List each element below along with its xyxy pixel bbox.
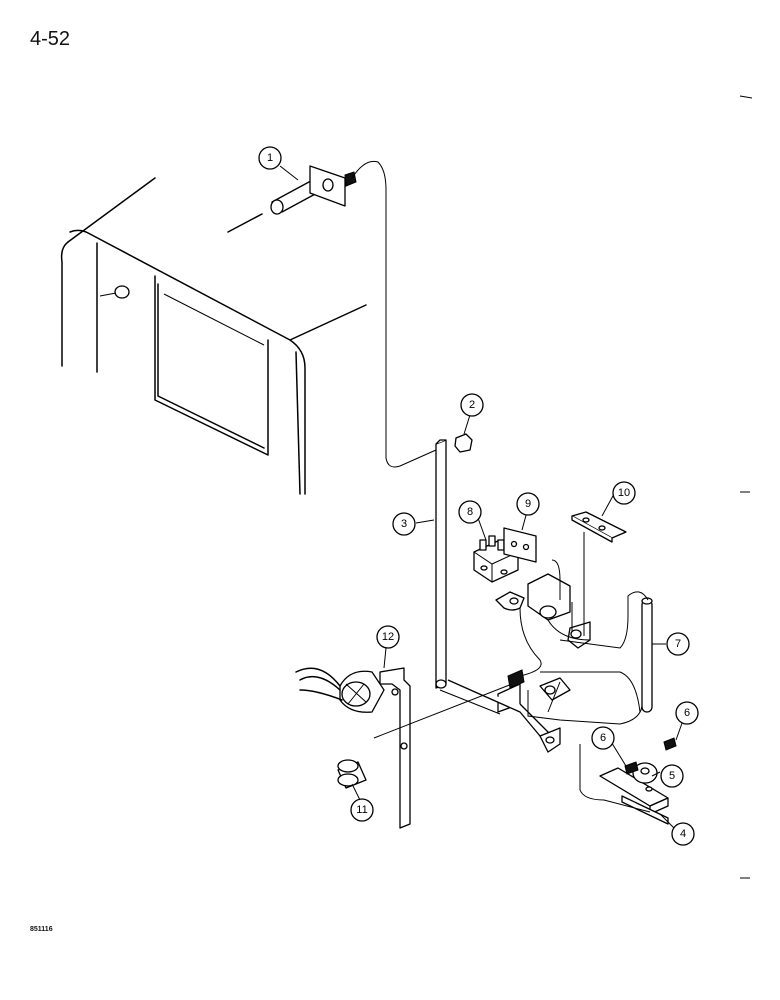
- callout-4: 4: [671, 822, 695, 846]
- callout-6a: 6: [591, 726, 615, 750]
- callout-label: 6: [600, 732, 606, 744]
- callout-2: 2: [460, 393, 484, 417]
- callout-7: 7: [666, 632, 690, 656]
- callout-label: 4: [680, 828, 686, 840]
- page-number: 4-52: [30, 28, 71, 50]
- part-10-strap: [571, 511, 627, 543]
- callout-12: 12: [376, 625, 400, 649]
- part-7-grip: [641, 597, 653, 713]
- callout-label: 11: [356, 804, 367, 816]
- cab-enclosure: [60, 177, 367, 495]
- part-2-nut: [454, 433, 473, 453]
- part-6-setscrews: [624, 737, 677, 775]
- callout-9: 9: [516, 492, 540, 516]
- part-12-switch: [295, 667, 411, 829]
- part-9-plate: [503, 527, 537, 563]
- callout-11: 11: [350, 798, 374, 822]
- lever-bracket-assembly: [447, 573, 591, 753]
- callout-label: 1: [267, 152, 273, 164]
- control-lines: [351, 160, 651, 813]
- callout-1: 1: [258, 146, 282, 170]
- leader-lines: [279, 165, 687, 831]
- callout-label: 8: [467, 506, 473, 518]
- callout-label: 12: [382, 631, 394, 643]
- part-1-pin: [270, 165, 357, 215]
- part-4-bracket: [599, 767, 669, 825]
- callout-3: 3: [392, 512, 416, 536]
- callout-5: 5: [660, 764, 684, 788]
- callout-label: 3: [401, 518, 407, 530]
- callout-label: 7: [675, 638, 681, 650]
- callout-label: 6: [684, 707, 690, 719]
- callout-label: 2: [469, 399, 475, 411]
- document-code: 851116: [30, 926, 53, 933]
- margin-mark: [739, 95, 753, 99]
- callout-label: 5: [669, 770, 675, 782]
- part-11-spacer: [337, 759, 367, 789]
- callout-label: 9: [525, 498, 531, 510]
- callout-10: 10: [612, 481, 636, 505]
- part-3-rod: [435, 439, 447, 689]
- callout-6b: 6: [675, 701, 699, 725]
- callout-label: 10: [618, 487, 630, 499]
- callout-8: 8: [458, 500, 482, 524]
